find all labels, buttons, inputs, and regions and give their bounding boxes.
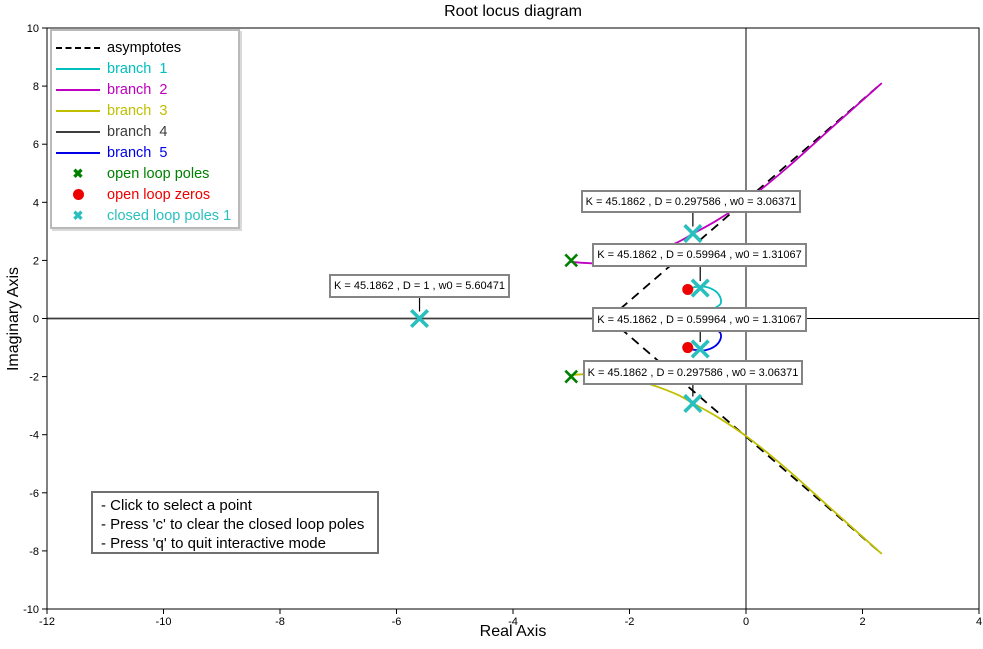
legend-item-label: branch 2 (107, 81, 168, 98)
x-marker-icon: ✖ (72, 207, 84, 223)
line-sample-icon (52, 67, 104, 70)
instruction-line: - Click to select a point (101, 497, 252, 514)
open-loop-zero-marker (682, 283, 694, 295)
instruction-line: - Press 'q' to quit interactive mode (101, 535, 326, 552)
branch-5-curve (686, 327, 722, 352)
open-loop-zero-marker (682, 342, 694, 354)
annotation-box-3: K = 45.1862 , D = 1 , w0 = 5.60471 (329, 274, 510, 298)
y-tick-label: -8 (29, 546, 39, 558)
legend-item-branch-2: branch 2 (52, 79, 238, 100)
branch-2-curve (570, 82, 883, 265)
x-tick-label: 2 (859, 616, 865, 628)
x-tick-label: 0 (743, 616, 749, 628)
y-tick-label: -10 (23, 604, 39, 616)
instruction-line: - Press 'c' to clear the closed loop pol… (101, 516, 365, 533)
annotation-box-1: K = 45.1862 , D = 0.297586 , w0 = 3.0637… (581, 190, 801, 213)
closed-loop-pole-marker (683, 393, 703, 414)
line-sample-icon (52, 151, 104, 154)
x-tick-label: -12 (39, 616, 55, 628)
x-tick-label: -8 (275, 616, 285, 628)
branch-1-curve (686, 285, 722, 310)
legend-item-branch-3: branch 3 (52, 100, 238, 121)
legend-item-label: asymptotes (107, 39, 182, 56)
legend-item-asymptotes: asymptotes (52, 37, 238, 58)
legend-item-label: open loop poles (107, 165, 210, 182)
y-tick-label: 0 (33, 314, 39, 326)
y-tick-label: 6 (33, 139, 39, 151)
dot-marker-icon (52, 189, 104, 200)
closed-loop-pole-marker (409, 308, 430, 329)
x-tick-label: -4 (508, 616, 518, 628)
y-tick-label: 10 (27, 23, 39, 35)
y-tick-label: -6 (29, 488, 39, 500)
legend-item-branch-1: branch 1 (52, 58, 238, 79)
dashed-line-sample-icon (52, 46, 104, 49)
annotation-box-4: K = 45.1862 , D = 0.59964 , w0 = 1.31067 (592, 307, 807, 332)
y-tick-label: 2 (33, 255, 39, 267)
legend-item-label: branch 4 (107, 123, 168, 140)
instructions-box: - Click to select a point - Press 'c' to … (91, 491, 379, 554)
legend-item-open-loop-zeros: open loop zeros (52, 184, 238, 205)
y-axis-label: Imaginary Axis (5, 266, 22, 372)
legend-item-branch-5: branch 5 (52, 142, 238, 163)
y-tick-label: 4 (33, 197, 39, 209)
y-tick-label: 8 (33, 81, 39, 93)
legend-item-label: branch 1 (107, 60, 168, 77)
line-sample-icon (52, 130, 104, 133)
page-title: Root locus diagram (444, 3, 582, 20)
line-sample-icon (52, 109, 104, 112)
x-marker-icon: ✖ (72, 165, 84, 181)
legend-item-label: closed loop poles 1 (107, 207, 232, 224)
x-axis-label: Real Axis (479, 623, 547, 640)
legend-item-branch-4: branch 4 (52, 121, 238, 142)
line-sample-icon (52, 88, 104, 91)
x-tick-label: -6 (392, 616, 402, 628)
legend: asymptotes branch 1 branch 2 branch 3 branch… (50, 29, 240, 229)
branch-3-curve (570, 372, 883, 555)
annotation-box-2: K = 45.1862 , D = 0.59964 , w0 = 1.31067 (592, 243, 807, 267)
legend-item-label: branch 3 (107, 102, 168, 119)
x-tick-label: 4 (976, 616, 982, 628)
open-loop-pole-marker (564, 369, 579, 384)
closed-loop-pole-marker (683, 223, 703, 244)
open-loop-pole-marker (564, 253, 579, 268)
legend-item-open-loop-poles: ✖ open loop poles (52, 163, 238, 184)
annotation-box-5: K = 45.1862 , D = 0.297586 , w0 = 3.0637… (583, 360, 803, 385)
y-tick-label: -2 (29, 372, 39, 384)
x-tick-label: -10 (156, 616, 172, 628)
y-tick-label: -4 (29, 430, 39, 442)
x-tick-label: -2 (625, 616, 635, 628)
legend-item-closed-loop-poles-1: ✖ closed loop poles 1 (52, 205, 238, 226)
legend-item-label: branch 5 (107, 144, 168, 161)
closed-loop-pole-marker (690, 278, 710, 298)
closed-loop-pole-marker (690, 339, 710, 359)
legend-item-label: open loop zeros (107, 186, 211, 203)
